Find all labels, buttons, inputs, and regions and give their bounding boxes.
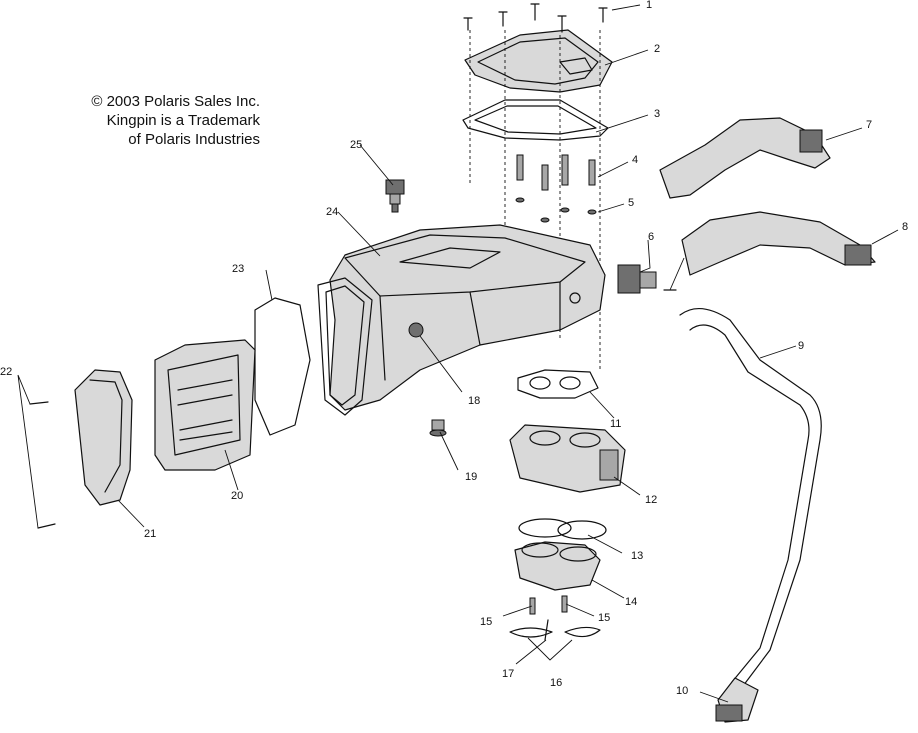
callout-6: 6 — [648, 231, 654, 243]
callout-15-right: 15 — [598, 612, 610, 624]
callout-11: 11 — [610, 418, 621, 430]
callout-3: 3 — [654, 108, 660, 120]
trademark-owner-line: of Polaris Industries — [128, 131, 260, 148]
bolts-and-washers — [515, 154, 597, 223]
hose-fitting-10 — [715, 677, 759, 723]
throttle-body — [509, 424, 626, 493]
callout-14: 14 — [625, 596, 637, 608]
pin-17 — [544, 619, 549, 641]
callout-19: 19 — [465, 471, 477, 483]
duct-8 — [681, 211, 876, 276]
breather-hose-9 — [679, 308, 822, 691]
airbox-filter-frame — [317, 277, 373, 416]
air-temp-sensor — [385, 179, 405, 213]
callout-4: 4 — [632, 154, 638, 166]
callout-25: 25 — [350, 139, 362, 151]
callout-labels: 1 2 3 4 5 6 7 8 9 10 11 12 13 14 15 15 1… — [0, 0, 908, 697]
callout-24: 24 — [326, 206, 338, 218]
grommet-19 — [429, 419, 447, 437]
callout-10: 10 — [676, 685, 688, 697]
callout-18: 18 — [468, 395, 480, 407]
intake-boots — [514, 541, 601, 591]
callout-5: 5 — [628, 197, 634, 209]
cover-gasket — [462, 99, 609, 141]
trademark-line: Kingpin is a Trademark — [106, 112, 260, 129]
copyright-line: © 2003 Polaris Sales Inc. — [91, 93, 260, 110]
callout-9: 9 — [798, 340, 804, 352]
throttle-body-gasket — [517, 369, 599, 399]
callout-2: 2 — [654, 43, 660, 55]
cover-screws-22 — [29, 401, 56, 529]
callout-22: 22 — [0, 366, 12, 378]
studs-15 — [529, 595, 568, 615]
leader-lines — [17, 4, 899, 703]
airbox-top-cover — [464, 29, 613, 93]
cover-screws — [463, 3, 608, 33]
filter-cover — [74, 369, 133, 506]
throttle-sensor — [617, 264, 657, 294]
callout-20: 20 — [231, 490, 243, 502]
intake-seals — [518, 518, 607, 540]
callout-16: 16 — [550, 677, 562, 689]
callout-13: 13 — [631, 550, 643, 562]
filter-gasket — [254, 297, 311, 436]
callout-21: 21 — [144, 528, 156, 540]
callout-17: 17 — [502, 668, 514, 680]
callout-23: 23 — [232, 263, 244, 275]
callout-8: 8 — [902, 221, 908, 233]
callout-12: 12 — [645, 494, 657, 506]
clamps-16 — [509, 626, 601, 638]
grommet-18 — [408, 322, 424, 338]
copyright-notice: © 2003 Polaris Sales Inc. Kingpin is a T… — [60, 92, 260, 149]
airbox-housing — [329, 224, 606, 411]
duct-7 — [659, 117, 831, 199]
callout-1: 1 — [646, 0, 652, 11]
air-filter-element — [154, 339, 256, 471]
callout-7: 7 — [866, 119, 872, 131]
callout-15-left: 15 — [480, 616, 492, 628]
